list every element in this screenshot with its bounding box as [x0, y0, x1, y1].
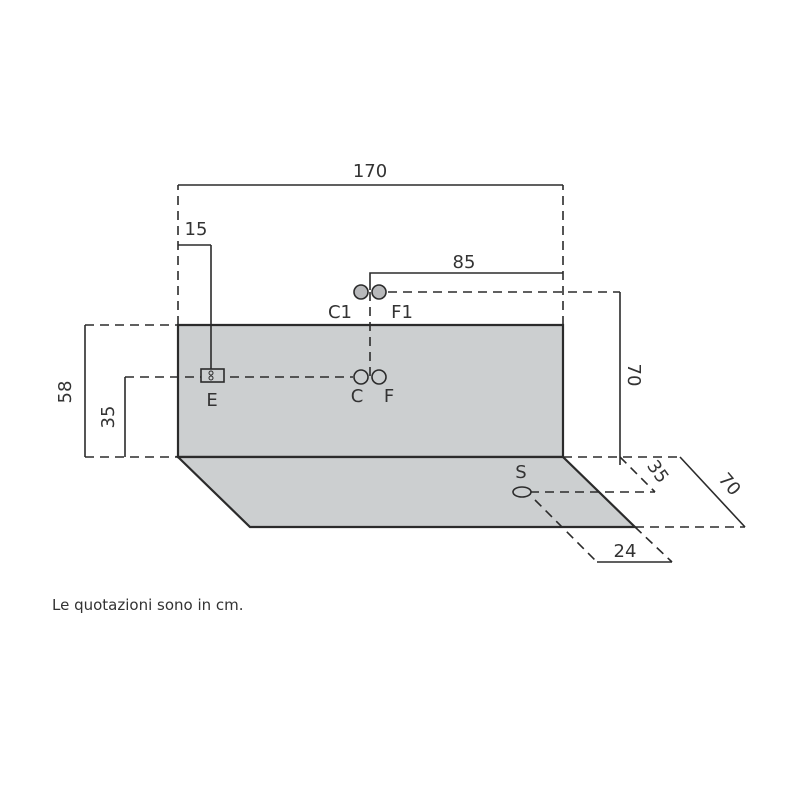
s-drain-icon	[512, 486, 532, 498]
dim-15: 15	[185, 219, 208, 240]
dimension-lines	[84, 184, 746, 563]
f-connector-icon	[371, 369, 387, 385]
units-note: Le quotazioni sono in cm.	[52, 596, 244, 614]
f1-connector-icon	[371, 284, 387, 300]
dim-35-right: 35	[642, 456, 672, 487]
dim-70-floor: 70	[714, 469, 745, 500]
dim-24: 24	[614, 541, 637, 562]
dim-35-left: 35	[98, 406, 119, 429]
label-s: S	[515, 462, 526, 483]
dim-70-upper: 70	[623, 364, 644, 387]
label-c: C	[351, 386, 364, 407]
dim-85: 85	[453, 252, 476, 273]
c-connector-icon	[353, 369, 369, 385]
dim-58: 58	[55, 381, 76, 404]
dashed-guides	[85, 185, 745, 563]
label-c1: C1	[328, 302, 352, 323]
dim-170: 170	[353, 161, 387, 182]
label-e: E	[206, 390, 217, 411]
c1-connector-icon	[353, 284, 369, 300]
label-f: F	[384, 386, 394, 407]
drain-e-box	[200, 368, 225, 383]
label-f1: F1	[391, 302, 413, 323]
